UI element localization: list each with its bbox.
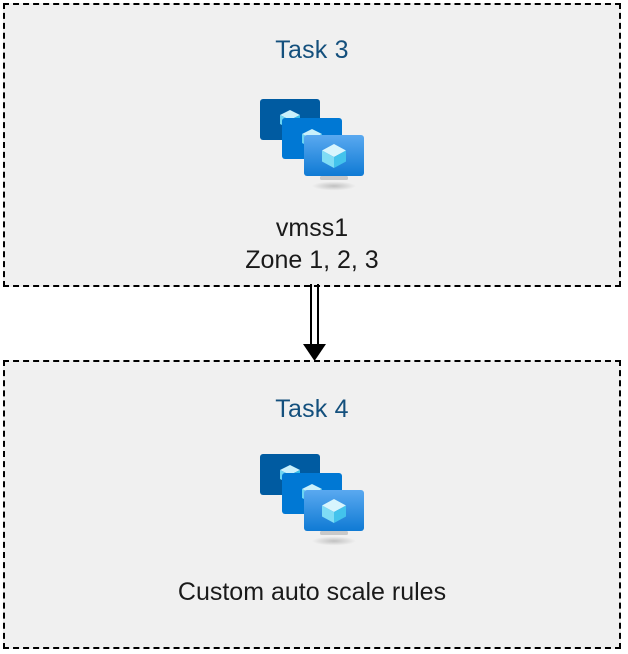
- vm-scale-set-icon: [260, 99, 364, 191]
- arrowhead-icon: [303, 344, 326, 361]
- monitor-shadow-icon: [312, 536, 356, 546]
- vm-scale-set-icon: [260, 454, 364, 546]
- monitor-base-icon: [320, 176, 348, 180]
- task-box-task-4: Task 4: [3, 360, 621, 649]
- task-box-task-3: Task 3: [3, 3, 621, 287]
- connector-arrow-down-icon: [303, 284, 326, 361]
- monitor-front-icon: [304, 135, 364, 176]
- monitor-base-icon: [320, 531, 348, 535]
- cube-glyph-front-icon: [322, 499, 346, 523]
- task-3-caption: vmss1 Zone 1, 2, 3: [245, 214, 379, 274]
- monitor-shadow-icon: [312, 181, 356, 191]
- task-4-caption: Custom auto scale rules: [177, 578, 447, 606]
- monitor-front-icon: [304, 490, 364, 531]
- task-3-title: Task 3: [275, 36, 349, 64]
- task-4-title: Task 4: [275, 395, 349, 423]
- cube-glyph-front-icon: [322, 144, 346, 168]
